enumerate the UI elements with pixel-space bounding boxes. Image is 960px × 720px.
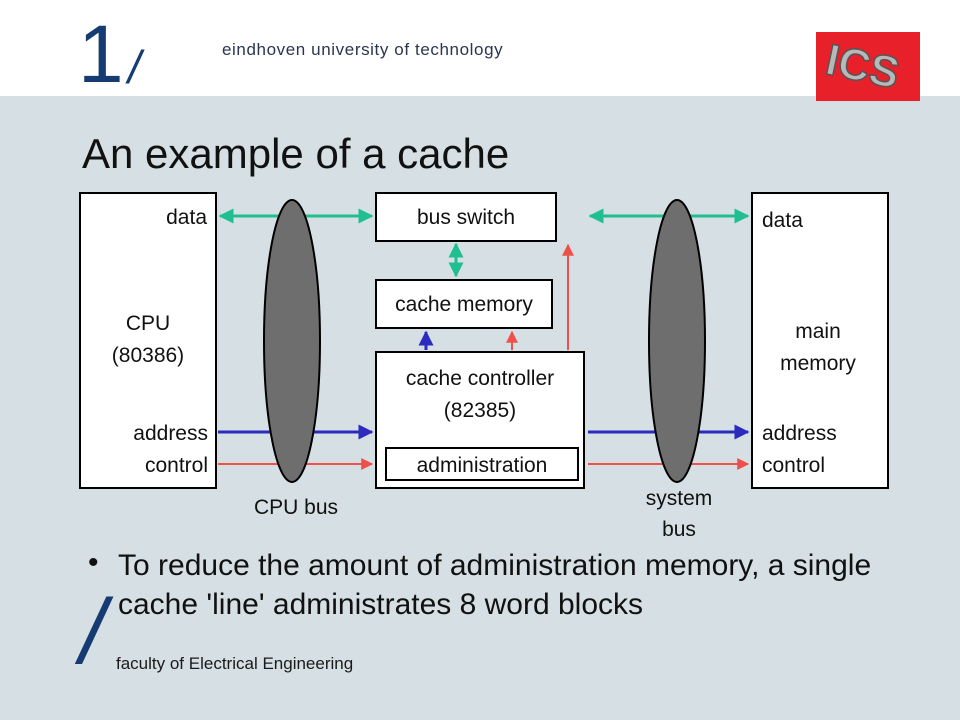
memory-name-line1: main bbox=[795, 320, 841, 343]
memory-address-label: address bbox=[762, 422, 837, 445]
cache-memory-block bbox=[375, 279, 553, 329]
tue-logo-slash: / bbox=[128, 41, 141, 93]
slide-title: An example of a cache bbox=[82, 130, 510, 177]
cpu-control-label: control bbox=[145, 454, 208, 477]
university-name: eindhoven university of technology bbox=[222, 40, 504, 59]
faculty-name: faculty of Electrical Engineering bbox=[116, 654, 354, 673]
cpu-block bbox=[79, 192, 217, 489]
memory-control-label: control bbox=[762, 454, 825, 477]
bullet-marker: • bbox=[88, 546, 99, 579]
cache-controller-line2: (82385) bbox=[444, 399, 516, 422]
bullet-text: To reduce the amount of administration m… bbox=[118, 549, 872, 621]
cpu-address-label: address bbox=[133, 422, 208, 445]
cpu-name-line1: CPU bbox=[126, 312, 170, 335]
cpu-data-label: data bbox=[166, 206, 207, 229]
administration-block bbox=[385, 447, 579, 481]
bus-switch-block bbox=[375, 192, 557, 242]
cpu-bus-label: CPU bus bbox=[254, 496, 338, 519]
memory-name-line2: memory bbox=[780, 352, 856, 375]
cpu-bus-ellipse bbox=[263, 199, 321, 483]
header-band bbox=[0, 0, 960, 96]
system-bus-line1: system bbox=[646, 487, 713, 510]
administration-label: administration bbox=[417, 454, 548, 477]
system-bus-line2: bus bbox=[662, 518, 696, 541]
system-bus-ellipse bbox=[648, 199, 706, 483]
memory-data-label: data bbox=[762, 209, 803, 232]
cache-memory-label: cache memory bbox=[395, 293, 533, 316]
main-memory-block bbox=[751, 192, 889, 489]
tue-logo-one: 1 bbox=[78, 9, 124, 100]
cache-controller-line1: cache controller bbox=[406, 367, 554, 390]
footer-slash: / bbox=[80, 581, 106, 683]
cpu-name-line2: (80386) bbox=[112, 344, 184, 367]
ics-logo: ICS bbox=[816, 32, 920, 101]
bus-switch-label: bus switch bbox=[417, 206, 515, 229]
